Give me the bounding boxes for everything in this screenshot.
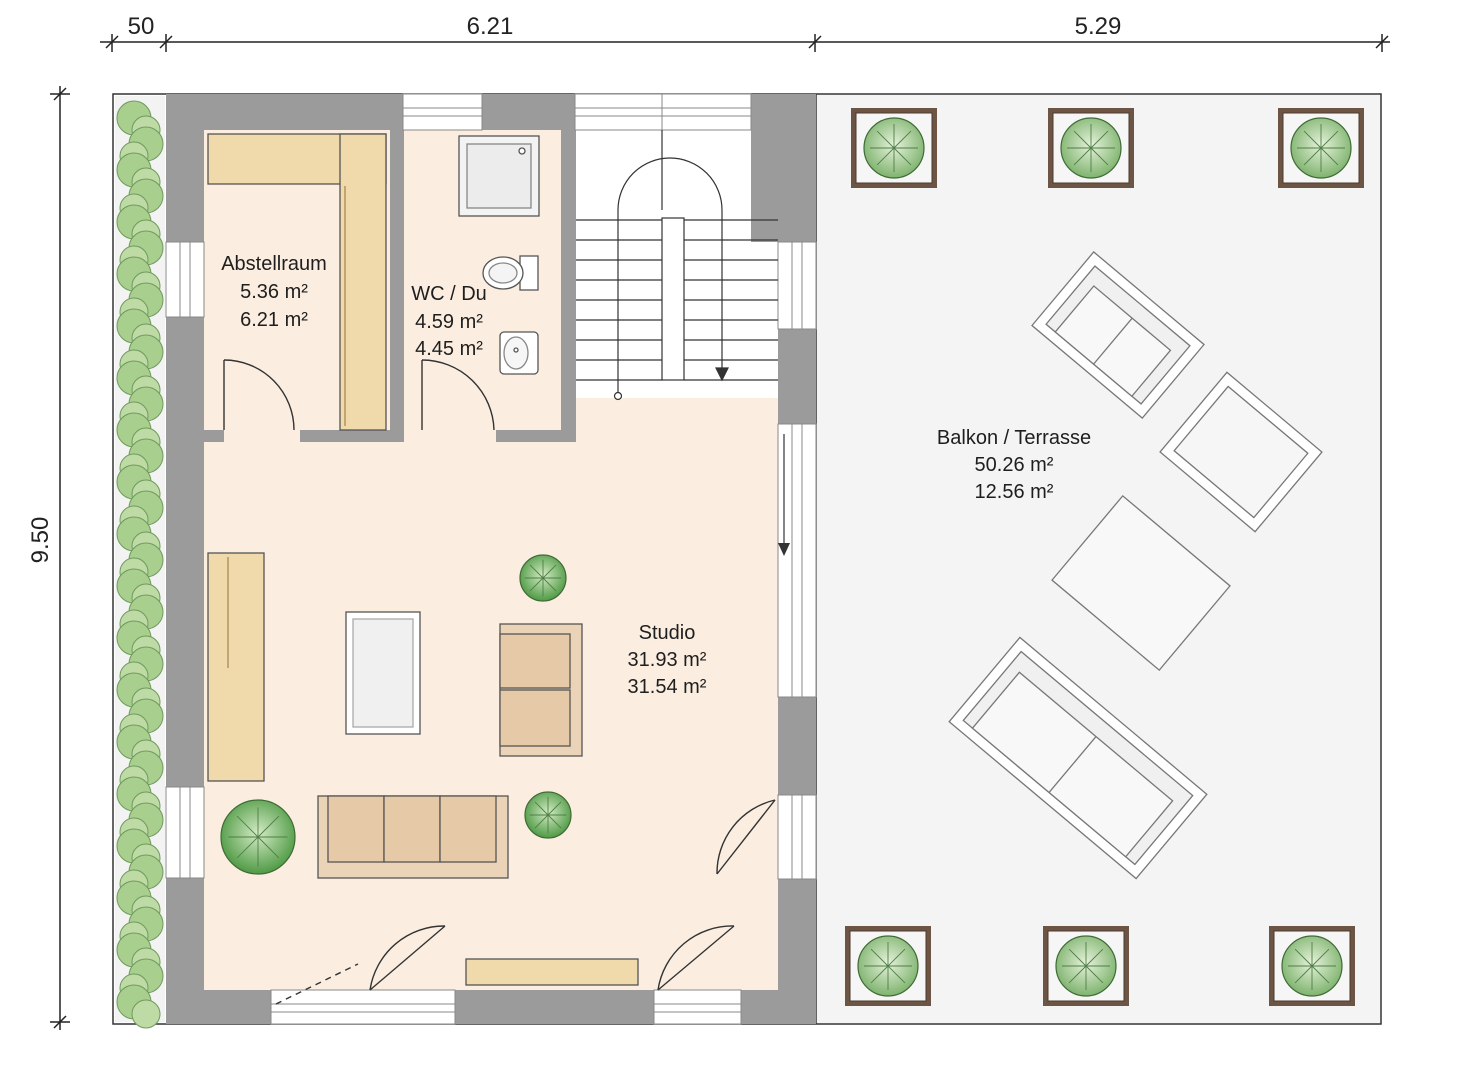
terrace-furniture [948, 251, 1323, 880]
storage-shelves [207, 133, 387, 431]
planters [845, 108, 1364, 1006]
planter [1278, 108, 1364, 188]
abstellraum-name: Abstellraum [221, 253, 327, 275]
wc-area-1: 4.59 m² [415, 311, 483, 333]
planter-plant [1060, 117, 1122, 179]
staircase [576, 130, 778, 401]
bench [465, 958, 639, 986]
balkon-name: Balkon / Terrasse [937, 427, 1091, 449]
plant-large [220, 799, 296, 875]
studio-area-2: 31.54 m² [628, 676, 707, 698]
planter-plant [1290, 117, 1352, 179]
planter [851, 108, 937, 188]
sideboard [207, 552, 265, 782]
hedge [115, 96, 165, 1029]
indoor-plants [220, 554, 572, 875]
room-label-wc: WC / Du 4.59 m² 4.45 m² [411, 283, 487, 360]
planter [1048, 108, 1134, 188]
wc-name: WC / Du [411, 283, 487, 305]
studio-name: Studio [639, 622, 696, 644]
studio-area-1: 31.93 m² [628, 649, 707, 671]
room-label-studio: Studio 31.93 m² 31.54 m² [628, 622, 707, 698]
plant-small [524, 791, 572, 839]
sliding-door-arrow [778, 543, 790, 556]
room-label-balkon: Balkon / Terrasse 50.26 m² 12.56 m² [937, 427, 1091, 503]
plant-small [519, 554, 567, 602]
wc-fixtures [458, 135, 540, 375]
dimension-top-3: 5.29 [1075, 13, 1122, 40]
dimension-top-2: 6.21 [467, 13, 514, 40]
planter [845, 926, 931, 1006]
room-label-abstellraum: Abstellraum 5.36 m² 6.21 m² [221, 253, 327, 331]
dimension-left: 9.50 [27, 517, 54, 564]
abstellraum-area-2: 6.21 m² [240, 309, 308, 331]
doors [223, 359, 776, 1005]
planter-plant [857, 935, 919, 997]
planter-plant [1281, 935, 1343, 997]
abstellraum-area-1: 5.36 m² [240, 281, 308, 303]
dimension-top-1: 50 [128, 13, 155, 40]
dimension-lines [50, 34, 1390, 1030]
room-floors [204, 130, 778, 990]
balkon-area-1: 50.26 m² [975, 454, 1054, 476]
studio-furniture [207, 552, 639, 986]
planter [1043, 926, 1129, 1006]
windows [165, 93, 817, 1025]
planter [1269, 926, 1355, 1006]
planter-plant [1055, 935, 1117, 997]
planter-plant [863, 117, 925, 179]
walls [166, 94, 816, 1024]
balkon-area-2: 12.56 m² [975, 481, 1054, 503]
wc-area-2: 4.45 m² [415, 338, 483, 360]
